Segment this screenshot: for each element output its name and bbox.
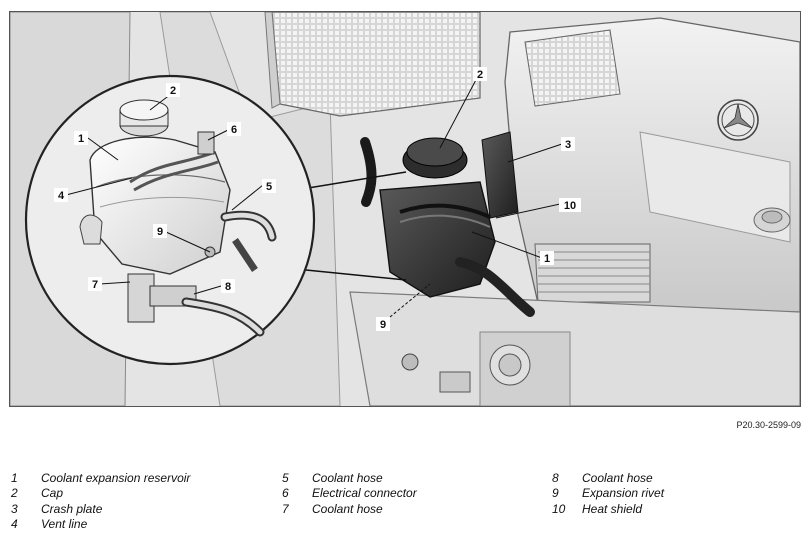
- detail-magnifier: [24, 74, 316, 366]
- illustration-svg: 2 1 4 6 5 9 7 8 2 3 10 1 9: [10, 12, 800, 406]
- callout-2-main: 2: [477, 69, 483, 81]
- legend-label: Heat shield: [582, 501, 643, 516]
- legend-label: Coolant hose: [312, 470, 383, 485]
- legend-item: 10 Heat shield: [552, 501, 664, 517]
- legend-column-1: 1 Coolant expansion reservoir 2 Cap 3 Crash…: [11, 470, 190, 532]
- three-pointed-star-icon: [717, 99, 759, 141]
- legend-label: Coolant hose: [582, 470, 653, 485]
- legend-label: Cap: [41, 486, 64, 501]
- legend-number: 10: [552, 501, 566, 516]
- legend-item: 2 Cap: [11, 486, 190, 502]
- callout-labels: 2 1 4 6 5 9 7 8 2 3 10 1 9: [54, 67, 581, 331]
- legend-label: Coolant expansion reservoir: [41, 470, 191, 485]
- callout-3: 3: [565, 139, 571, 151]
- legend-label: Electrical connector: [312, 486, 417, 501]
- legend-number: 8: [552, 470, 559, 485]
- radiator-grille: [264, 12, 481, 117]
- legend-column-3: 8 Coolant hose 9 Expansion rivet 10 Heat sh…: [552, 470, 664, 517]
- legend-item: 3 Crash plate: [11, 501, 190, 517]
- legend-label: Expansion rivet: [582, 486, 665, 501]
- legend-item: 7 Coolant hose: [282, 501, 417, 517]
- leader-lines: [65, 75, 563, 318]
- legend-number: 3: [11, 501, 18, 516]
- figure-code: P20.30-2599-09: [736, 420, 801, 430]
- legend-item: 4 Vent line: [11, 517, 190, 533]
- legend-item: 6 Electrical connector: [282, 486, 417, 502]
- callout-5: 5: [266, 181, 272, 193]
- callout-9-detail: 9: [157, 226, 163, 238]
- coolant-expansion-reservoir: [379, 137, 535, 317]
- legend-label: Crash plate: [41, 501, 103, 516]
- callout-1: 1: [78, 133, 84, 145]
- callout-6: 6: [231, 124, 237, 136]
- callout-2: 2: [170, 85, 176, 97]
- callout-7: 7: [92, 279, 98, 291]
- legend-label: Vent line: [41, 517, 88, 532]
- callout-8: 8: [225, 281, 231, 293]
- legend-number: 2: [11, 486, 18, 501]
- legend-number: 6: [282, 486, 289, 501]
- legend-label: Coolant hose: [312, 501, 383, 516]
- callout-1-main: 1: [544, 253, 550, 265]
- legend-number: 5: [282, 470, 289, 485]
- legend-item: 8 Coolant hose: [552, 470, 664, 486]
- legend-item: 5 Coolant hose: [282, 470, 417, 486]
- engine-bay-illustration: 2 1 4 6 5 9 7 8 2 3 10 1 9: [9, 11, 801, 407]
- intake-ribs: [534, 243, 651, 303]
- legend-number: 9: [552, 486, 559, 501]
- legend-item: 9 Expansion rivet: [552, 486, 664, 502]
- crash-plate: [481, 131, 519, 219]
- callout-4: 4: [58, 190, 65, 202]
- legend-number: 1: [11, 470, 18, 485]
- callout-10: 10: [564, 200, 576, 212]
- legend-number: 7: [282, 501, 289, 516]
- callout-9-main: 9: [380, 319, 386, 331]
- legend-item: 1 Coolant expansion reservoir: [11, 470, 190, 486]
- legend-number: 4: [11, 517, 18, 532]
